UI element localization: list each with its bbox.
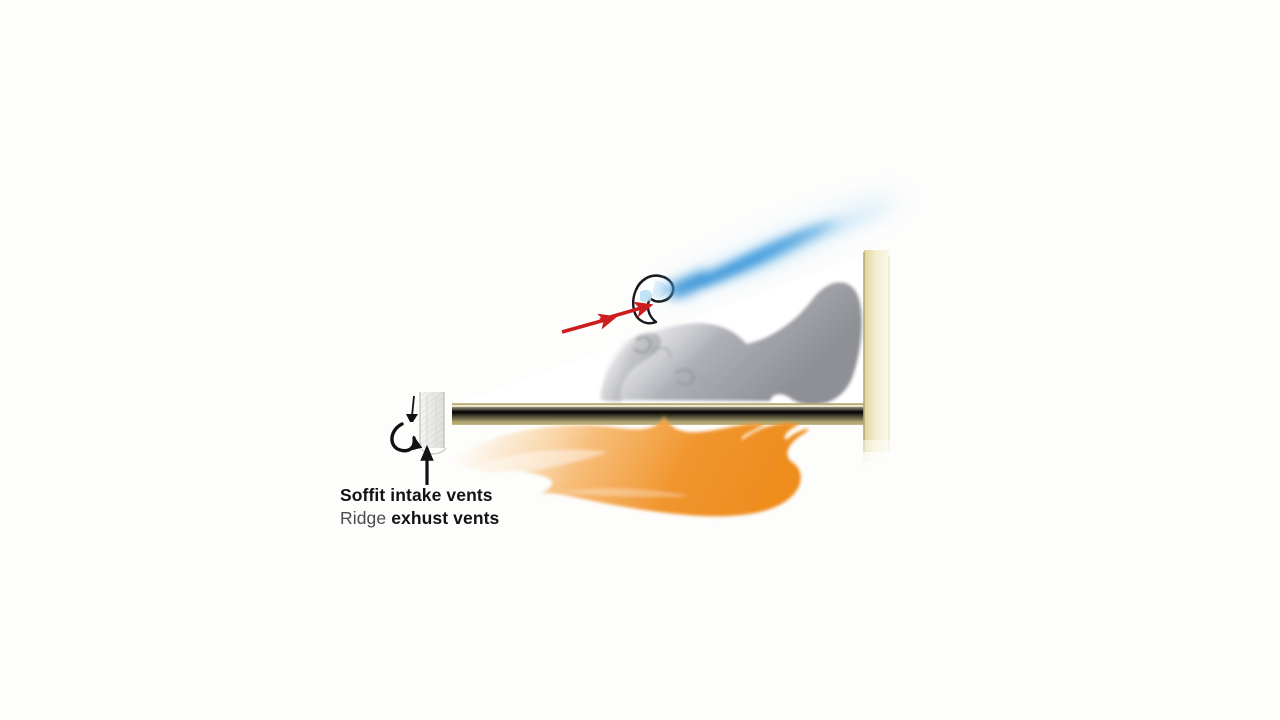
- soffit-vent: [417, 392, 447, 455]
- airflow-path: [299, 301, 654, 413]
- ridge-exhaust-label: Ridge exhust vents: [340, 508, 499, 529]
- soffit-marker: [406, 395, 418, 422]
- ceiling-joist: [452, 403, 884, 425]
- soffit-intake-label: Soffit intake vents: [340, 485, 493, 505]
- attic-hot-air-cloud: [600, 282, 862, 405]
- living-space-heat-cloud: [452, 416, 809, 517]
- ridge-exhaust-label-lead: Ridge: [340, 508, 392, 528]
- lifted-shingle-flaps: [330, 286, 642, 394]
- intake-hook-arrow: [390, 422, 423, 453]
- exhaust-plume: [660, 195, 912, 304]
- ridge-exhaust-label-emphasis: exhust vents: [391, 508, 500, 528]
- gable-end-post: [862, 250, 894, 478]
- airflow-arrowhead: [599, 301, 654, 322]
- roof-shingles: [277, 201, 860, 386]
